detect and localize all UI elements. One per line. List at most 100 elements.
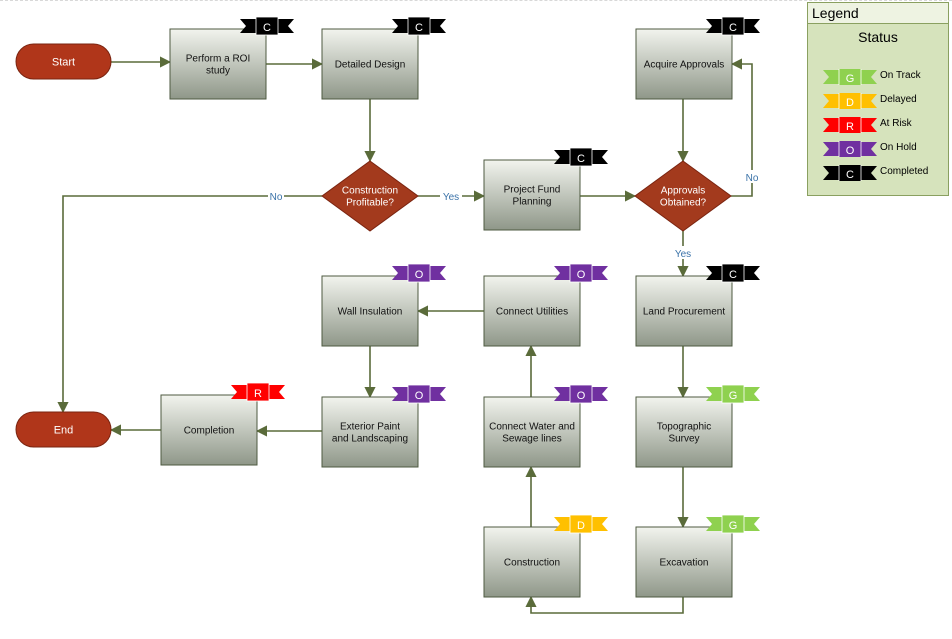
node-excavation[interactable]: Excavation G — [635, 514, 760, 598]
node-label: Acquire Approvals — [644, 60, 725, 71]
status-flag-center — [838, 141, 862, 157]
terminal-shape — [15, 43, 112, 80]
legend-flag-D-shape: D — [823, 93, 877, 109]
legend-item-on-hold: O On Hold — [822, 141, 948, 159]
legend-label: Delayed — [880, 94, 917, 105]
connector-approvals_q-to-acquire — [730, 58, 753, 197]
legend-label: Completed — [880, 166, 929, 177]
decision-shape — [321, 160, 419, 232]
process-shape — [483, 396, 581, 468]
top-gridline — [0, 0, 952, 1]
status-flag-letter: C — [263, 22, 271, 34]
status-flag-letter: C — [577, 153, 585, 165]
node-label: Completion — [184, 426, 235, 437]
status-flag-letter: G — [846, 73, 855, 85]
node-label: Land Procurement — [643, 307, 725, 318]
status-flag-topo: G — [706, 384, 760, 404]
status-flag-center — [407, 263, 431, 283]
node-end[interactable]: End — [15, 411, 112, 448]
status-flag-center — [407, 384, 431, 404]
process-shape — [635, 526, 733, 598]
node-completion[interactable]: Completion R — [160, 382, 285, 466]
status-flag-wall: O — [392, 263, 446, 283]
status-flag-utilities: O — [554, 263, 608, 283]
status-flag-letter: C — [729, 22, 737, 34]
connector-label-no: No — [270, 192, 283, 203]
status-flag-letter: O — [415, 390, 424, 402]
node-label: Wall Insulation — [338, 307, 403, 318]
connector-label-bg — [440, 189, 462, 202]
connector-label-bg — [672, 246, 694, 259]
legend-flag-O: O — [823, 141, 877, 157]
process-shape — [635, 275, 733, 347]
status-flag-center — [838, 117, 862, 133]
status-flag-letter: C — [415, 22, 423, 34]
node-label: Start — [52, 56, 75, 68]
process-shape — [483, 159, 581, 231]
legend-title: Legend — [808, 3, 948, 24]
legend-flag-O-shape: O — [823, 141, 877, 157]
node-label: Construction — [504, 558, 560, 569]
status-flag-letter: O — [846, 145, 855, 157]
legend-flag-D: D — [823, 93, 877, 109]
status-flag-letter: C — [846, 169, 854, 181]
status-flag-letter: G — [729, 520, 738, 532]
process-shape — [160, 394, 258, 466]
status-flag-center — [721, 514, 745, 534]
status-flag-letter: O — [577, 390, 586, 402]
legend-label: At Risk — [880, 118, 912, 129]
status-flag-center — [407, 16, 431, 36]
status-flag-center — [721, 16, 745, 36]
node-acquire[interactable]: Acquire Approvals C — [635, 16, 760, 100]
status-flag-completion: R — [231, 382, 285, 402]
status-flag-letter: D — [577, 520, 585, 532]
node-label: Excavation — [660, 558, 709, 569]
decision-shape — [634, 160, 732, 232]
legend-flag-C-shape: C — [823, 165, 877, 181]
status-flag-letter: R — [846, 121, 854, 133]
status-flag-center — [569, 263, 593, 283]
status-flag-center — [721, 263, 745, 283]
status-flag-land: C — [706, 263, 760, 283]
legend-label: On Hold — [880, 142, 917, 153]
status-flag-water: O — [554, 384, 608, 404]
node-construction[interactable]: Construction D — [483, 514, 608, 598]
status-flag-design: C — [392, 16, 446, 36]
status-flag-paint: O — [392, 384, 446, 404]
status-flag-center — [246, 382, 270, 402]
status-flag-center — [569, 514, 593, 534]
node-wall[interactable]: Wall Insulation O — [321, 263, 446, 347]
process-shape — [321, 28, 419, 100]
legend-flag-G: G — [823, 69, 877, 85]
node-start[interactable]: Start — [15, 43, 112, 80]
process-shape — [169, 28, 267, 100]
status-flag-center — [255, 16, 279, 36]
node-land[interactable]: Land Procurement C — [635, 263, 760, 347]
legend-flag-R: R — [823, 117, 877, 133]
status-flag-excavation: G — [706, 514, 760, 534]
process-shape — [321, 275, 419, 347]
status-flag-letter: C — [729, 269, 737, 281]
status-flag-acquire: C — [706, 16, 760, 36]
legend-flag-C: C — [823, 165, 877, 181]
process-shape — [483, 526, 581, 598]
status-flag-letter: D — [846, 97, 854, 109]
status-flag-center — [569, 384, 593, 404]
